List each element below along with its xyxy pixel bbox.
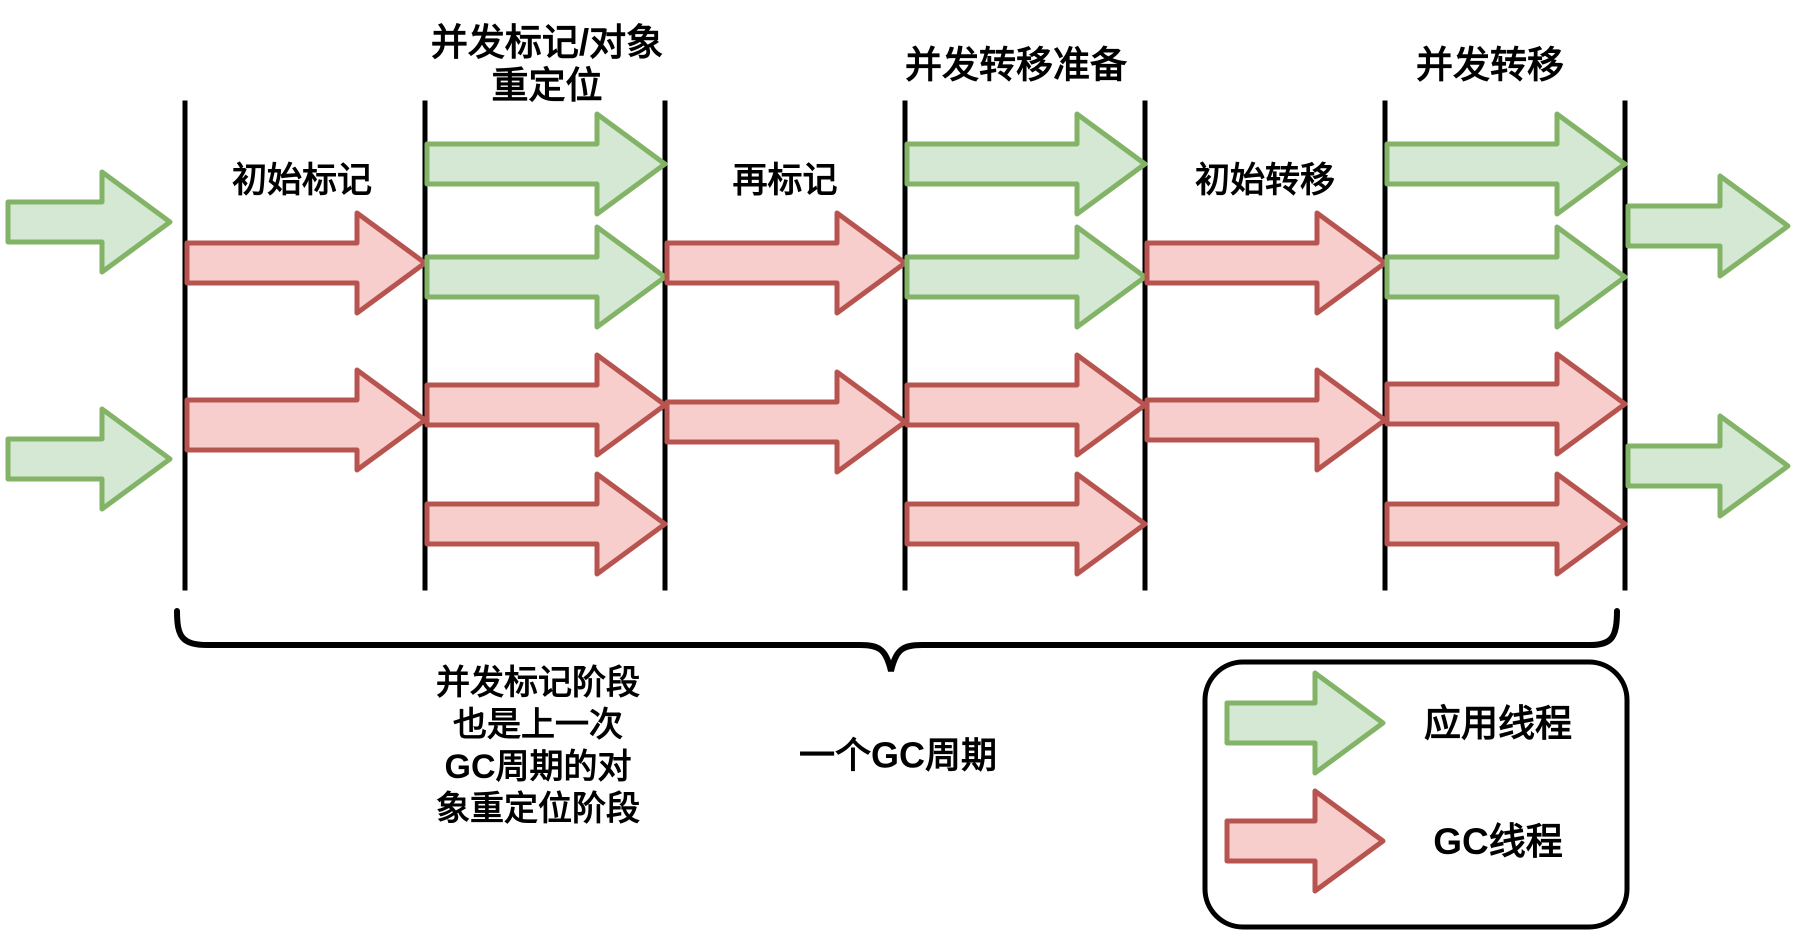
gc-cycle-brace xyxy=(174,608,1620,672)
gc-cycle-label: 一个GC周期 xyxy=(798,734,998,776)
gc-thread-arrow-seg5-laneC xyxy=(1144,367,1388,473)
app-thread-arrow-exit-1 xyxy=(1625,173,1791,279)
app-thread-arrow-seg6-laneB xyxy=(1384,224,1628,330)
gc-thread-arrow-seg6-laneC xyxy=(1384,351,1628,457)
concurrent-mark-note: 并发标记阶段 也是上一次 GC周期的对 象重定位阶段 xyxy=(436,664,640,828)
app-thread-arrow-seg2-laneB xyxy=(424,224,668,330)
gc-thread-arrow-seg3-laneB xyxy=(664,210,908,316)
app-thread-arrow-seg4-laneA xyxy=(904,111,1148,217)
phase-label-concurrent-relocate: 并发转移 xyxy=(1416,44,1564,86)
phase-label-initial-mark: 初始标记 xyxy=(231,161,373,200)
gc-thread-arrow-seg1-laneB xyxy=(184,210,428,316)
app-thread-arrow-entry-2 xyxy=(5,406,173,512)
app-thread-arrow-seg6-laneA xyxy=(1384,111,1628,217)
gc-thread-arrow-seg2-laneD xyxy=(424,471,668,577)
gc-thread-arrow-seg1-laneC xyxy=(184,367,428,473)
app-thread-arrow-seg4-laneB xyxy=(904,224,1148,330)
legend-label-app-thread: 应用线程 xyxy=(1424,702,1572,744)
gc-thread-arrow-seg4-laneD xyxy=(904,471,1148,577)
gc-thread-arrow-icon xyxy=(1224,788,1386,894)
app-thread-arrow-seg2-laneA xyxy=(424,111,668,217)
phase-label-concurrent-relocate-prepare: 并发转移准备 xyxy=(905,44,1127,86)
gc-thread-arrow-seg3-laneC xyxy=(664,369,908,475)
app-thread-arrow-icon xyxy=(1224,670,1386,776)
gc-thread-arrow-seg6-laneD xyxy=(1384,471,1628,577)
phase-label-initial-relocate: 初始转移 xyxy=(1194,161,1336,200)
phase-label-concurrent-mark: 并发标记/对象 重定位 xyxy=(430,22,664,106)
phase-label-remark: 再标记 xyxy=(732,161,838,200)
legend-label-gc-thread: GC线程 xyxy=(1433,820,1563,862)
gc-thread-arrow-seg2-laneC xyxy=(424,352,668,458)
app-thread-arrow-entry-1 xyxy=(5,169,173,275)
app-thread-arrow-exit-2 xyxy=(1625,413,1791,519)
gc-thread-arrow-seg5-laneB xyxy=(1144,210,1388,316)
gc-thread-arrow-seg4-laneC xyxy=(904,352,1148,458)
